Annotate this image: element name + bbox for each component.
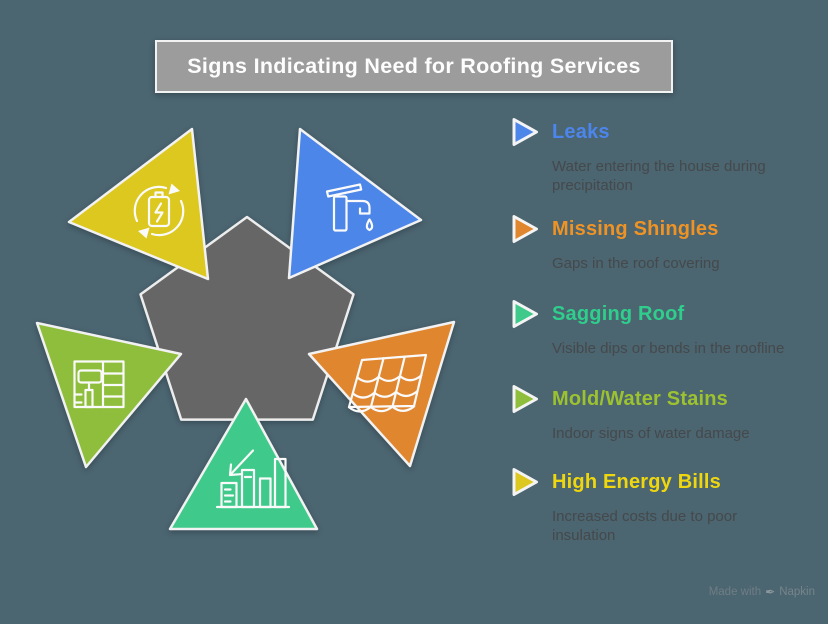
triangle-mold-water-stains (35, 321, 183, 469)
legend-description-missing-shingles: Gaps in the roof covering (552, 255, 720, 272)
arrow-right-icon (512, 468, 538, 496)
legend-item-leaks: Leaks Water entering the house during pr… (512, 117, 812, 195)
legend-label-mold-water-stains: Mold/Water Stains (552, 387, 729, 410)
triangle-missing-shingles (307, 320, 456, 468)
quill-pen-icon: ✒ (765, 585, 776, 599)
legend-item-sagging-roof: Sagging Roof Visible dips or bends in th… (512, 299, 812, 358)
legend-item-mold-water-stains: Mold/Water Stains Indoor signs of water … (512, 384, 812, 443)
page-title: Signs Indicating Need for Roofing Servic… (187, 54, 641, 78)
watermark-made-with: Made with (708, 586, 762, 598)
legend-label-high-energy-bills: High Energy Bills (552, 470, 721, 493)
legend-item-missing-shingles: Missing Shingles Gaps in the roof coveri… (512, 214, 812, 273)
legend-item-high-energy-bills: High Energy Bills Increased costs due to… (512, 467, 812, 545)
triangle-high-energy-bills (67, 127, 210, 281)
watermark: Made with ✒ Napkin (709, 585, 815, 599)
declining-bar-chart-icon (215, 449, 291, 509)
title-banner: Signs Indicating Need for Roofing Servic… (155, 40, 673, 93)
arrow-right-icon (512, 215, 538, 243)
legend-description-leaks: Water entering the house during precipit… (552, 158, 766, 194)
legend-label-sagging-roof: Sagging Roof (552, 302, 685, 325)
triangle-leaks (287, 127, 423, 280)
faucet-drip-icon (325, 183, 374, 232)
legend-label-leaks: Leaks (552, 120, 610, 143)
legend-description-mold-water-stains: Indoor signs of water damage (552, 425, 750, 442)
roof-tiles-icon (347, 353, 428, 413)
legend-description-high-energy-bills: Increased costs due to poor insulation (552, 508, 738, 544)
legend-description-sagging-roof: Visible dips or bends in the roofline (552, 340, 785, 357)
watermark-brand: Napkin (779, 586, 815, 598)
legend-label-missing-shingles: Missing Shingles (552, 217, 719, 240)
battery-recycle-icon (133, 183, 185, 239)
arrow-right-icon (512, 118, 538, 146)
triangle-sagging-roof (168, 397, 319, 531)
paint-roller-icon (73, 360, 125, 409)
arrow-right-icon (512, 300, 538, 328)
arrow-right-icon (512, 385, 538, 413)
